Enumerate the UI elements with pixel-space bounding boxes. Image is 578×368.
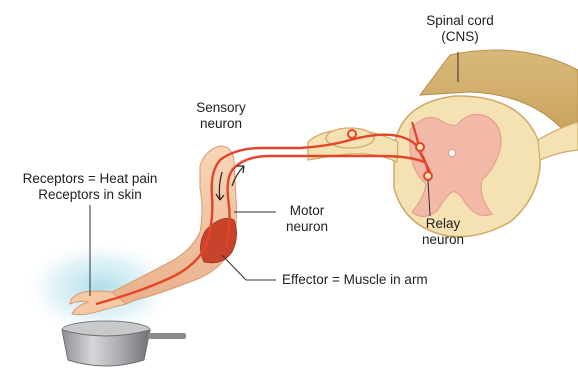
motor-neuron-label-line-1: Motor [272,203,342,219]
effector-label: Effector = Muscle in arm [282,272,428,288]
central-canal [449,150,456,157]
sensory-neuron-label-line-1: Sensory [186,100,256,116]
sensory-neuron-label-line-2: neuron [186,116,256,132]
motor-neuron-label: Motor neuron [272,203,342,235]
motor-neuron-label-line-2: neuron [272,219,342,235]
pot-handle [148,333,186,339]
effector-leader-line [222,255,246,280]
receptors-label: Receptors = Heat pain Receptors in skin [6,171,174,203]
sensory-neuron-label: Sensory neuron [186,100,256,132]
hot-water-pot [62,321,186,366]
relay-neuron-label: Relay neuron [408,216,478,248]
motor-neuron-cell-body [424,172,432,180]
relay-neuron-cell-body [416,143,424,151]
spinal-cord [308,50,578,237]
receptors-label-line-2: Receptors in skin [6,187,174,203]
receptors-label-line-1: Receptors = Heat pain [6,171,174,187]
ganglion-cell-body [348,130,356,138]
right-nerve-root [538,122,578,160]
relay-neuron-label-line-2: neuron [408,232,478,248]
spinal-cord-label-line-2: (CNS) [412,29,508,45]
spinal-cord-label: Spinal cord (CNS) [412,13,508,45]
relay-neuron-label-line-1: Relay [408,216,478,232]
spinal-cord-label-line-1: Spinal cord [412,13,508,29]
